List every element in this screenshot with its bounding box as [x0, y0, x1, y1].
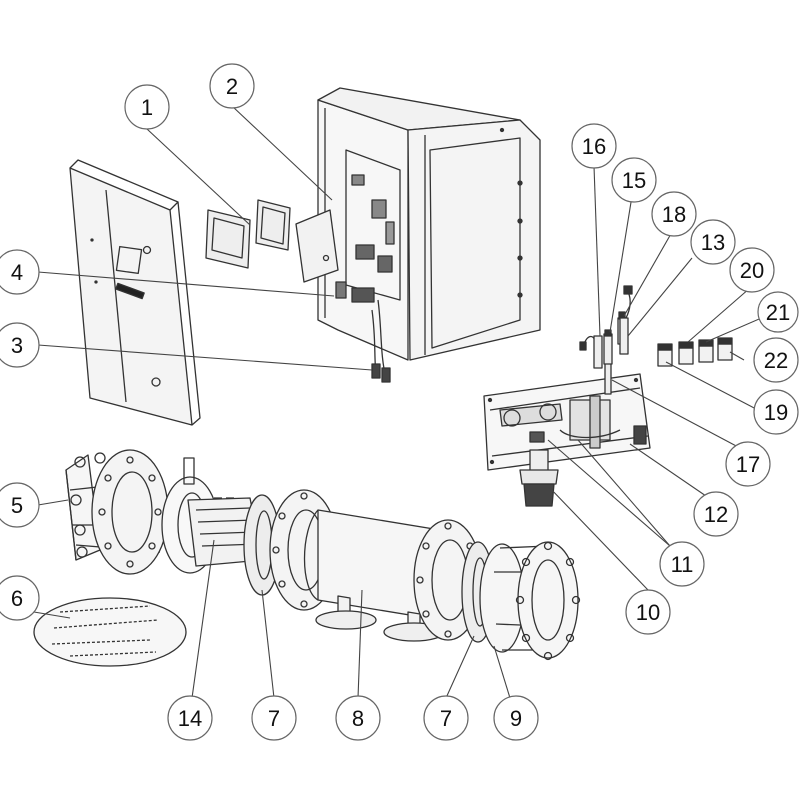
leader-9 — [493, 645, 511, 699]
callout-label-17: 17 — [736, 452, 760, 477]
leader-6 — [33, 611, 71, 619]
callout-label-6: 6 — [11, 586, 23, 611]
leader-16 — [593, 165, 601, 337]
callout-10: 10 — [625, 589, 671, 635]
probe-16 — [579, 335, 603, 369]
flange-left — [91, 449, 169, 575]
front-door-panel — [69, 159, 201, 426]
leader-15 — [609, 195, 633, 333]
callout-17: 17 — [725, 441, 771, 487]
leader-18 — [623, 231, 673, 317]
callout-11: 11 — [659, 541, 705, 587]
probe-13 — [619, 285, 633, 355]
callout-label-1: 1 — [141, 95, 153, 120]
callout-18: 18 — [651, 191, 697, 237]
power-board — [295, 209, 375, 303]
callout-label-20: 20 — [740, 258, 764, 283]
leader-8 — [357, 589, 363, 699]
callout-label-3: 3 — [11, 333, 23, 358]
callout-7-right: 7 — [423, 695, 469, 741]
callout-20: 20 — [729, 247, 775, 293]
callout-15: 15 — [611, 157, 657, 203]
bolt-set — [33, 597, 187, 667]
callout-label-12: 12 — [704, 502, 728, 527]
callouts: 1 2 3 4 5 6 7 7 — [0, 63, 799, 741]
callout-label-22: 22 — [764, 348, 788, 373]
leader-20 — [687, 287, 751, 343]
callout-3: 3 — [0, 322, 40, 368]
leader-21 — [705, 315, 767, 343]
callout-7-left: 7 — [251, 695, 297, 741]
filter-strainer — [519, 449, 559, 507]
leader-17 — [611, 379, 741, 449]
end-cap-right — [479, 541, 581, 661]
bottle-22 — [717, 337, 733, 361]
callout-6: 6 — [0, 575, 40, 621]
callout-label-8: 8 — [352, 706, 364, 731]
callout-label-21: 21 — [766, 300, 790, 325]
leader-7a — [261, 589, 275, 699]
callout-19: 19 — [753, 389, 799, 435]
callout-label-11: 11 — [671, 552, 694, 577]
display-screen-b — [255, 199, 291, 251]
cable-connector — [371, 299, 391, 383]
callout-label-5: 5 — [11, 493, 23, 518]
leader-22 — [729, 351, 745, 361]
callout-label-18: 18 — [662, 202, 686, 227]
callout-9: 9 — [493, 695, 539, 741]
leader-12 — [629, 443, 707, 497]
leader-1 — [146, 128, 251, 226]
bottle-20 — [678, 341, 694, 365]
callout-label-15: 15 — [622, 168, 646, 193]
leader-10 — [547, 485, 649, 591]
callout-label-4: 4 — [11, 260, 23, 285]
callout-2: 2 — [209, 63, 255, 109]
leader-3 — [37, 344, 373, 371]
callout-label-13: 13 — [701, 230, 725, 255]
bottle-19 — [657, 343, 673, 367]
display-screen-a — [205, 209, 251, 269]
leader-5 — [37, 499, 69, 506]
leader-14 — [191, 539, 215, 699]
callout-5: 5 — [0, 482, 40, 528]
callout-13: 13 — [690, 219, 736, 265]
callout-label-7-right: 7 — [440, 706, 452, 731]
callout-label-7-left: 7 — [268, 706, 280, 731]
callout-8: 8 — [335, 695, 381, 741]
leader-11a — [577, 439, 671, 547]
leader-19 — [665, 361, 759, 411]
callout-label-16: 16 — [582, 134, 606, 159]
callout-21: 21 — [757, 291, 799, 333]
control-cabinet — [317, 87, 541, 361]
callout-label-19: 19 — [764, 400, 788, 425]
bottle-21 — [698, 339, 714, 363]
callout-12: 12 — [693, 491, 739, 537]
callout-1: 1 — [124, 84, 170, 130]
callout-label-10: 10 — [636, 600, 660, 625]
callout-label-9: 9 — [510, 706, 522, 731]
leader-4 — [37, 271, 335, 297]
sensor-manifold-panel — [483, 373, 651, 471]
callout-16: 16 — [571, 123, 617, 169]
leader-lines — [33, 105, 767, 699]
callout-4: 4 — [0, 249, 40, 295]
leader-7b — [445, 635, 475, 699]
probe-15 — [603, 329, 613, 365]
callout-label-2: 2 — [226, 74, 238, 99]
leader-13 — [627, 257, 693, 337]
callout-label-14: 14 — [178, 706, 202, 731]
ring-seal-left — [243, 494, 281, 596]
leader-2 — [231, 105, 333, 201]
callout-14: 14 — [167, 695, 213, 741]
leader-11b — [547, 439, 671, 547]
callout-22: 22 — [753, 337, 799, 383]
